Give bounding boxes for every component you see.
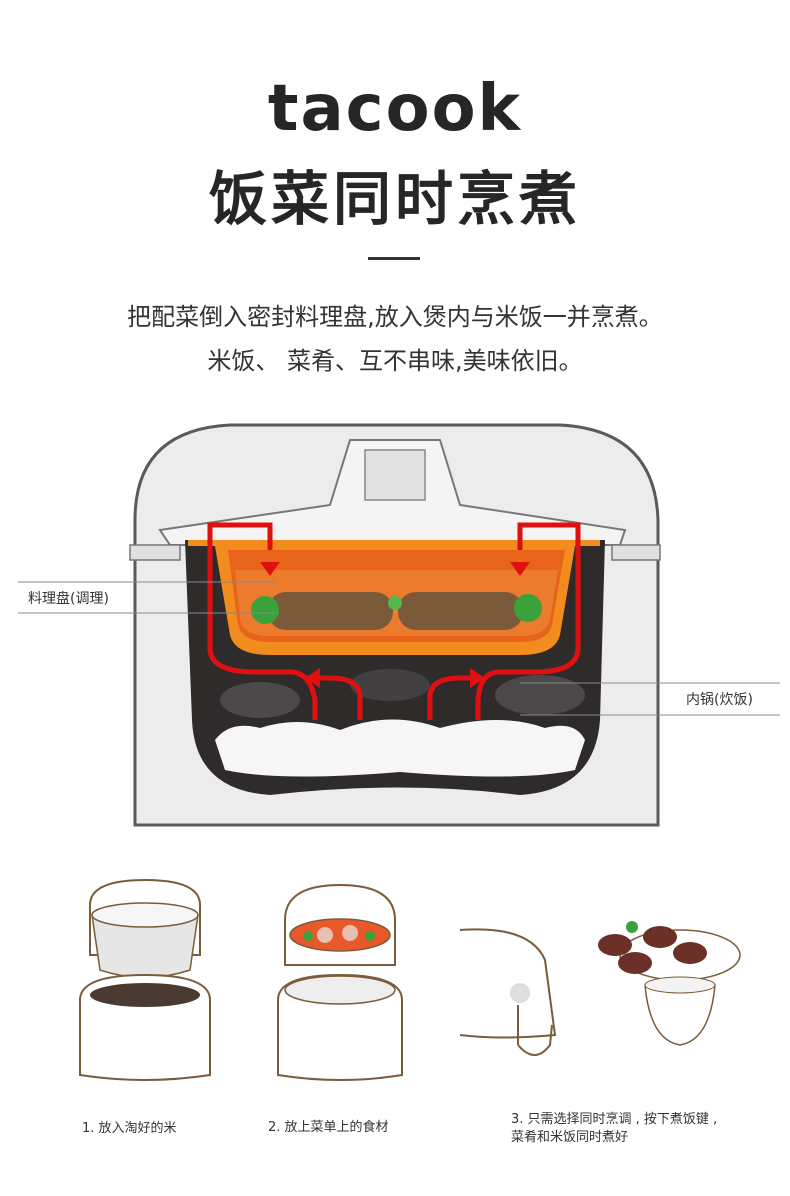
label-inner-pot: 内锅(炊饭) xyxy=(686,692,753,708)
steam-valve xyxy=(364,449,426,501)
step-3-caption-line-2: 菜肴和米饭同时煮好 xyxy=(511,1130,629,1145)
page-title: 饭菜同时烹煮 xyxy=(208,165,581,233)
divider xyxy=(368,257,420,260)
step-3-caption-line-1: 3. 只需选择同时烹调 , 按下煮饭键 , xyxy=(511,1112,718,1127)
brand-title: tacook xyxy=(267,72,523,146)
description-line-2: 米饭、 菜肴、互不串味,美味依旧。 xyxy=(207,347,583,375)
rice xyxy=(215,719,585,777)
step-3-illustration xyxy=(460,921,741,1056)
step-1-caption: 1. 放入淘好的米 xyxy=(82,1121,177,1136)
label-cooking-tray: 料理盘(调理) xyxy=(28,591,109,607)
step-2-illustration xyxy=(277,883,403,1081)
heat-flow-arrows xyxy=(207,522,581,720)
meat-right xyxy=(398,592,523,630)
step-1-illustration xyxy=(79,878,211,1081)
description-line-1: 把配菜倒入密封料理盘,放入煲内与米饭一并烹煮。 xyxy=(127,303,663,331)
step-2-caption: 2. 放上菜单上的食材 xyxy=(268,1120,389,1135)
rice-cooker-cross-section xyxy=(18,423,780,827)
meat-left xyxy=(268,592,393,630)
